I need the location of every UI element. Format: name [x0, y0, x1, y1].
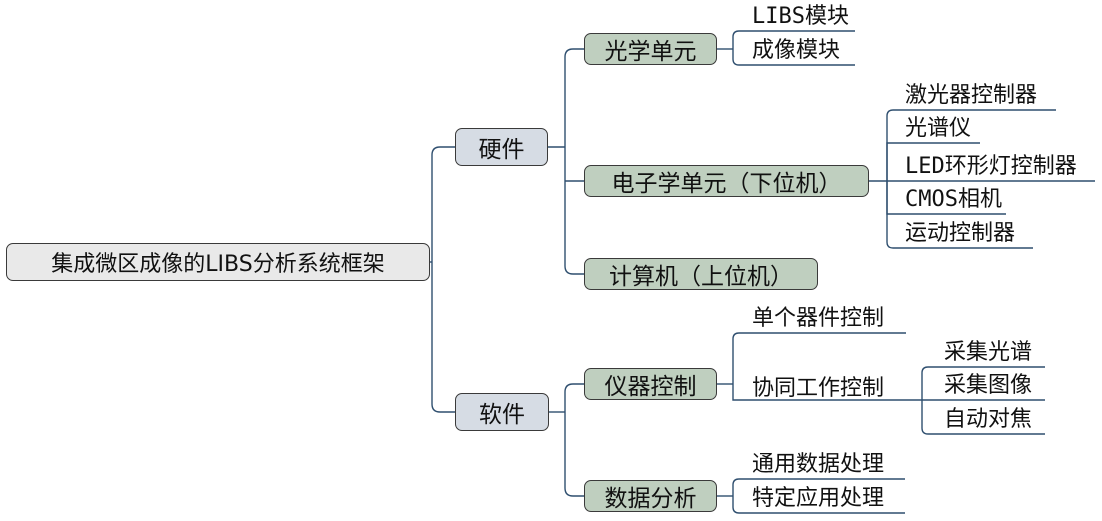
leaf-motion-controller: 运动控制器 — [905, 221, 1016, 246]
leaf-specific-processing: 特定应用处理 — [752, 486, 885, 511]
data-analysis-node: 数据分析 — [584, 480, 717, 512]
leaf-autofocus: 自动对焦 — [944, 407, 1033, 432]
leaf-coop-control: 协同工作控制 — [752, 376, 885, 401]
leaf-imaging-module: 成像模块 — [752, 38, 841, 63]
leaf-laser-controller: 激光器控制器 — [905, 83, 1038, 108]
leaf-acquire-spectrum: 采集光谱 — [944, 340, 1033, 365]
leaf-cmos-camera: CMOS相机 — [905, 187, 1002, 212]
leaf-led-ring-controller: LED环形灯控制器 — [905, 154, 1077, 179]
leaf-acquire-image: 采集图像 — [944, 373, 1033, 398]
software-node: 软件 — [455, 393, 549, 431]
root-node: 集成微区成像的LIBS分析系统框架 — [6, 243, 430, 281]
leaf-spectrometer: 光谱仪 — [905, 116, 972, 141]
leaf-libs-module: LIBS模块 — [752, 4, 849, 29]
hardware-node: 硬件 — [455, 128, 548, 166]
leaf-single-device-control: 单个器件控制 — [752, 306, 885, 331]
optical-unit-node: 光学单元 — [584, 33, 717, 65]
electronic-unit-node: 电子学单元（下位机） — [584, 165, 869, 197]
computer-node: 计算机（上位机） — [584, 258, 818, 290]
leaf-general-processing: 通用数据处理 — [752, 452, 885, 477]
instrument-control-node: 仪器控制 — [584, 368, 717, 400]
